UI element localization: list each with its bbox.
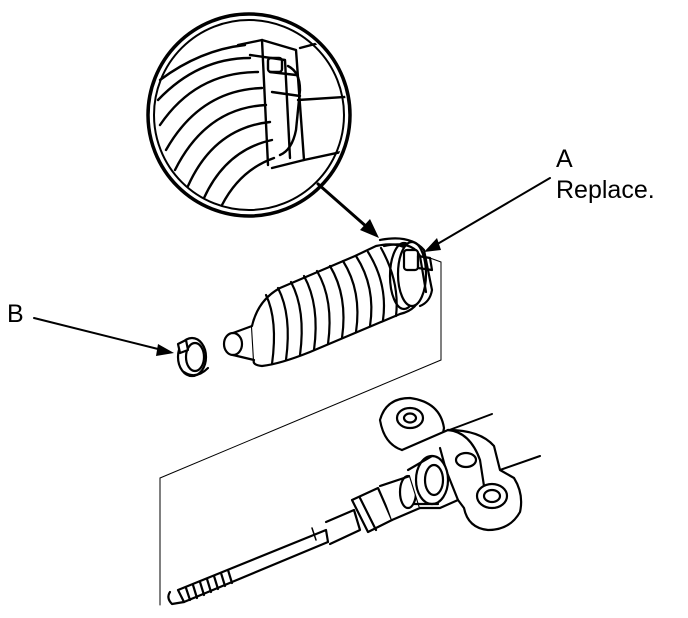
tie-rod-icon <box>167 474 422 606</box>
callout-a-letter: A <box>556 145 573 173</box>
boot-band-clamp-icon <box>378 237 434 308</box>
callout-a-text: Replace. <box>556 176 655 204</box>
detail-pointer-arrow <box>316 182 379 238</box>
boot-clip-icon <box>176 336 210 378</box>
steering-boot-icon <box>222 240 428 368</box>
tie-rod-end-icon <box>378 396 541 532</box>
label-b-leader <box>33 317 174 356</box>
callout-b-letter: B <box>7 300 24 328</box>
detail-magnifier-icon <box>146 12 352 218</box>
explode-bracket-lines <box>159 257 442 606</box>
label-a-leader <box>424 177 551 252</box>
